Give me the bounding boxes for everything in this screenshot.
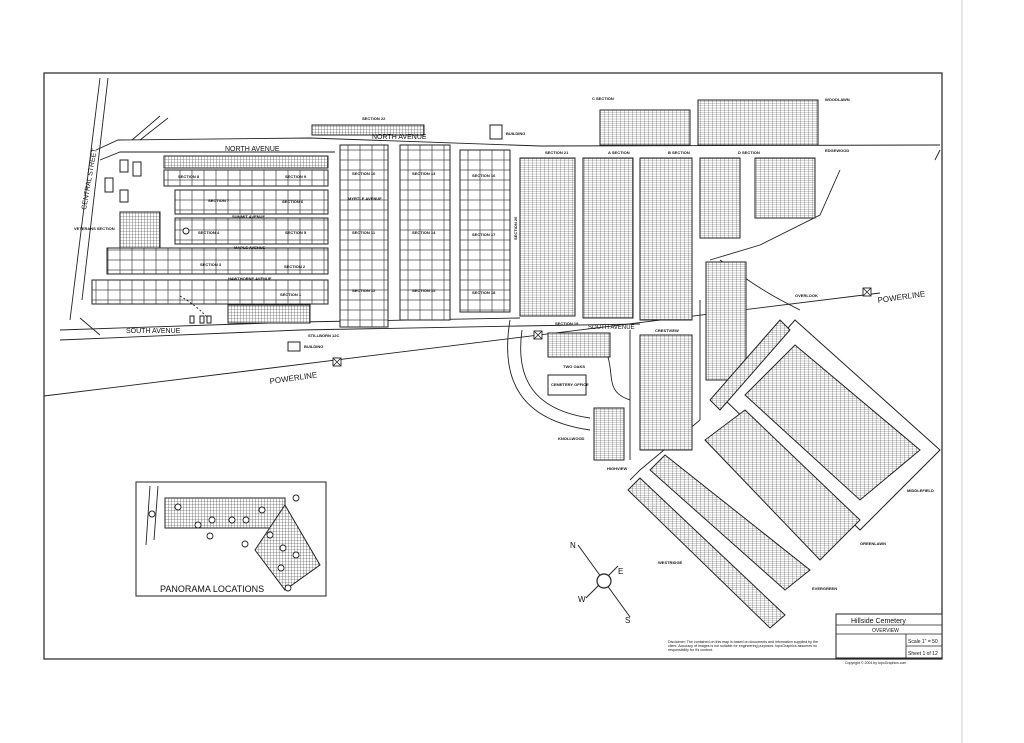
label-south-avenue-2: SOUTH AVENUE [588, 325, 635, 331]
label-s12: SECTION 12 [352, 288, 376, 293]
label-s3: SECTION 3 [200, 262, 222, 267]
label-edgewood: EDGEWOOD [825, 148, 849, 153]
label-north-avenue: NORTH AVENUE [225, 146, 280, 153]
label-building-bottom: BUILDING [304, 344, 323, 349]
label-s22: SECTION 22 [362, 116, 386, 121]
label-s5: SECTION 5 [285, 230, 307, 235]
label-middlefield: MIDDLEFIELD [907, 488, 934, 493]
label-highview: HIGHVIEW [607, 466, 627, 471]
label-cemetery-office: CEMETERY OFFICE [551, 382, 589, 387]
label-s20: SECTION 20 [513, 216, 518, 240]
label-summit-avenue: SUMMIT AVENUE [232, 214, 265, 219]
compass-w: W [578, 595, 586, 604]
panorama-inset: PANORAMA LOCATIONS [135, 481, 327, 597]
east-sections [519, 99, 819, 461]
label-d-section: D SECTION [738, 150, 760, 155]
label-south-avenue: SOUTH AVENUE [126, 328, 181, 335]
title-block-copyright: Copyright © 2004 by topoGraphics.com [845, 661, 906, 665]
label-two-oaks: TWO OAKS [563, 364, 585, 369]
section-labels: SECTION 8 SECTION 9 SECTION 7 SECTION 6 … [74, 96, 760, 338]
label-s16: SECTION 16 [472, 173, 496, 178]
label-s2: SECTION 2 [284, 264, 306, 269]
title-block-title: Hillside Cemetery [851, 618, 906, 625]
label-stillborn: STILLBORN 12C [308, 333, 339, 338]
label-s7: SECTION 7 [208, 198, 230, 203]
label-s18: SECTION 18 [472, 290, 496, 295]
label-maple-avenue: MAPLE AVENUE [234, 245, 266, 250]
compass-rose: N S E W [570, 541, 631, 625]
label-b-section: B SECTION [668, 150, 690, 155]
compass-n: N [570, 541, 576, 550]
label-woodlawn: WOODLAWN [825, 97, 850, 102]
title-block-scale: Scale 1" = 50 [908, 639, 938, 645]
middle-sections [311, 124, 511, 328]
label-s6: SECTION 6 [282, 199, 304, 204]
label-westridge: WESTRIDGE [658, 560, 683, 565]
label-s14: SECTION 14 [412, 230, 436, 235]
label-overlook: OVERLOOK [795, 293, 818, 298]
label-crestview: CRESTVIEW [655, 328, 679, 333]
label-a-section: A SECTION [608, 150, 630, 155]
label-powerline-left: POWERLINE [269, 370, 318, 386]
west-sections [91, 155, 329, 324]
map-frame [43, 72, 943, 660]
area-labels: WOODLAWN EDGEWOOD OVERLOOK CRESTVIEW TWO… [287, 97, 934, 591]
label-s8: SECTION 8 [178, 174, 200, 179]
label-s13: SECTION 13 [412, 171, 436, 176]
title-block: Hillside Cemetery OVERVIEW Scale 1" = 50… [835, 613, 943, 665]
label-s17: SECTION 17 [472, 232, 496, 237]
label-north-avenue-2: NORTH AVENUE [372, 134, 427, 141]
label-s19: SECTION 19 [555, 321, 579, 326]
label-knollwood: KNOLLWOOD [558, 436, 585, 441]
label-s4: SECTION 4 [198, 230, 220, 235]
title-block-subtitle: OVERVIEW [872, 628, 899, 634]
title-block-sheet: Sheet 1 of 12 [908, 651, 938, 657]
label-s21: SECTION 21 [545, 150, 569, 155]
inset-title: PANORAMA LOCATIONS [160, 584, 264, 594]
compass-s: S [625, 616, 630, 625]
disclaimer: Disclaimer: The contained on this map is… [668, 640, 818, 653]
label-myrtle-avenue: MYRTLE AVENUE [348, 196, 382, 201]
southeast-sections [627, 319, 941, 629]
label-hawthorne-avenue: HAWTHORNE AVENUE [228, 276, 272, 281]
label-c-section: C SECTION [592, 96, 614, 101]
label-s10: SECTION 10 [352, 171, 376, 176]
label-veterans: VETERANS SECTION [74, 226, 115, 231]
label-s9: SECTION 9 [285, 174, 307, 179]
label-s11: SECTION 11 [352, 230, 376, 235]
label-powerline-right: POWERLINE [877, 289, 926, 305]
label-building-top: BUILDING [506, 131, 525, 136]
compass-e: E [618, 567, 623, 576]
label-greenlawn: GREENLAWN [860, 541, 886, 546]
label-s15: SECTION 15 [412, 288, 436, 293]
label-s1: SECTION 1 [280, 292, 302, 297]
label-evergreen: EVERGREEN [812, 586, 837, 591]
